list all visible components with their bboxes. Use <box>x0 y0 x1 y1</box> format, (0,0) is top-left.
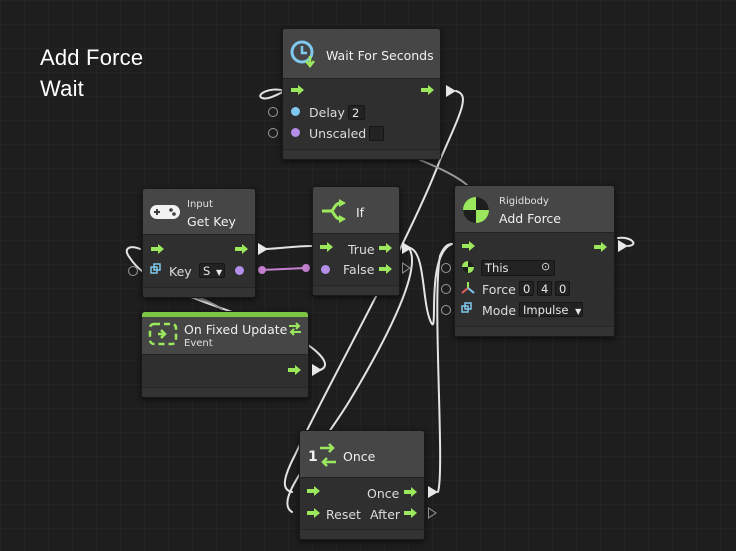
delay-field[interactable]: 2 <box>348 105 365 120</box>
wait-exit-port[interactable] <box>421 85 435 95</box>
getkey-exit-port[interactable] <box>235 244 249 254</box>
once-count-badge: 1 <box>308 449 318 465</box>
wait-enter-port[interactable] <box>291 85 305 95</box>
if-condition-port[interactable] <box>321 265 330 274</box>
once-exit-connector[interactable] <box>428 486 438 498</box>
once-exit-port[interactable] <box>404 487 418 497</box>
fixedupdate-trigger-port[interactable] <box>288 365 302 375</box>
if-true-port[interactable] <box>379 243 393 253</box>
unscaled-checkbox[interactable] <box>369 126 384 141</box>
getkey-enter-port[interactable] <box>151 244 165 254</box>
if-false-connector[interactable] <box>402 262 411 274</box>
after-exit-port[interactable] <box>404 508 418 518</box>
wait-node-title: Wait For Seconds <box>326 48 434 63</box>
addforce-exit-port[interactable] <box>594 242 608 252</box>
key-dropdown[interactable]: S ▼ <box>199 263 225 278</box>
wait-delay-input-ring[interactable] <box>268 107 278 117</box>
unscaled-port[interactable] <box>291 128 300 137</box>
event-loop-icon <box>148 322 178 346</box>
mode-dropdown[interactable]: Impulse ▼ <box>519 302 583 317</box>
wait-exit-connector[interactable] <box>446 85 456 97</box>
event-accent-bar <box>142 312 308 317</box>
addforce-node-title: Add Force <box>499 211 561 226</box>
chevron-down-icon: ▼ <box>215 268 223 277</box>
transfer-arrows-icon <box>289 322 301 336</box>
vector3-icon <box>461 282 475 294</box>
getkey-key-input-ring[interactable] <box>128 266 138 276</box>
if-false-label: False <box>343 262 375 277</box>
target-object-value: This <box>485 261 509 275</box>
after-exit-connector[interactable] <box>428 507 437 519</box>
addforce-node-subtitle: Rigidbody <box>499 196 549 207</box>
addforce-enter-port[interactable] <box>462 241 476 251</box>
wait-for-seconds-node[interactable]: Wait For Seconds Delay 2 Unscaled <box>282 28 441 160</box>
force-y-field[interactable]: 4 <box>537 281 552 296</box>
delay-label: Delay <box>309 105 345 120</box>
addforce-exit-connector[interactable] <box>618 240 628 252</box>
gameobject-icon <box>462 261 474 273</box>
key-dropdown-value: S <box>203 264 211 278</box>
once-exit-label: Once <box>367 486 400 501</box>
fixedupdate-node-title: On Fixed Update <box>184 322 288 337</box>
wait-node-header[interactable] <box>283 29 440 79</box>
branch-icon <box>322 199 346 223</box>
reset-label: Reset <box>326 507 361 522</box>
rigidbody-icon <box>463 197 489 223</box>
once-node[interactable]: 1 Once Once Reset After <box>299 430 425 540</box>
fixedupdate-exit-connector[interactable] <box>312 364 322 376</box>
wait-unscaled-input-ring[interactable] <box>268 128 278 138</box>
addforce-target-input-ring[interactable] <box>441 263 451 273</box>
if-node-title: If <box>356 205 365 220</box>
force-label: Force <box>482 282 516 297</box>
if-true-label: True <box>348 242 375 257</box>
input-get-key-node[interactable]: Input Get Key Key S ▼ <box>142 188 256 298</box>
unscaled-label: Unscaled <box>309 126 367 141</box>
addforce-mode-input-ring[interactable] <box>441 305 451 315</box>
if-false-port[interactable] <box>379 264 393 274</box>
if-node[interactable]: If True False <box>312 186 400 296</box>
if-true-connector[interactable] <box>402 242 412 254</box>
overlay-title-line1: Add Force <box>40 45 144 70</box>
overlay-title-line2: Wait <box>40 76 84 101</box>
getkey-node-subtitle: Input <box>187 199 213 210</box>
on-fixed-update-node[interactable]: On Fixed Update Event <box>141 311 309 398</box>
addforce-force-input-ring[interactable] <box>441 284 451 294</box>
fixedupdate-node-subtitle: Event <box>184 338 213 349</box>
mode-label: Mode <box>482 303 517 318</box>
once-enter-port[interactable] <box>307 486 321 496</box>
target-object-field[interactable]: This <box>481 260 555 276</box>
once-node-title: Once <box>343 449 376 464</box>
force-x-field[interactable]: 0 <box>519 281 534 296</box>
object-picker-icon[interactable]: ⊙ <box>541 260 551 273</box>
after-label: After <box>370 507 401 522</box>
force-z-field[interactable]: 0 <box>555 281 570 296</box>
getkey-exit-connector[interactable] <box>258 243 268 255</box>
gamepad-icon <box>150 205 180 219</box>
if-enter-port[interactable] <box>320 242 334 252</box>
reset-enter-port[interactable] <box>307 508 321 518</box>
enum-icon <box>150 263 161 274</box>
chevron-down-icon: ▼ <box>575 307 582 316</box>
delay-port[interactable] <box>291 107 300 116</box>
rigidbody-add-force-node[interactable]: Rigidbody Add Force This ⊙ Force 0 4 0 M… <box>454 185 615 337</box>
clock-download-icon <box>290 40 315 69</box>
getkey-bool-output-port[interactable] <box>235 266 244 275</box>
mode-dropdown-value: Impulse <box>523 303 569 317</box>
once-icon <box>320 443 336 467</box>
once-node-header[interactable] <box>300 431 424 478</box>
getkey-node-title: Get Key <box>187 214 236 229</box>
key-label: Key <box>169 264 192 279</box>
enum-icon <box>461 302 472 313</box>
